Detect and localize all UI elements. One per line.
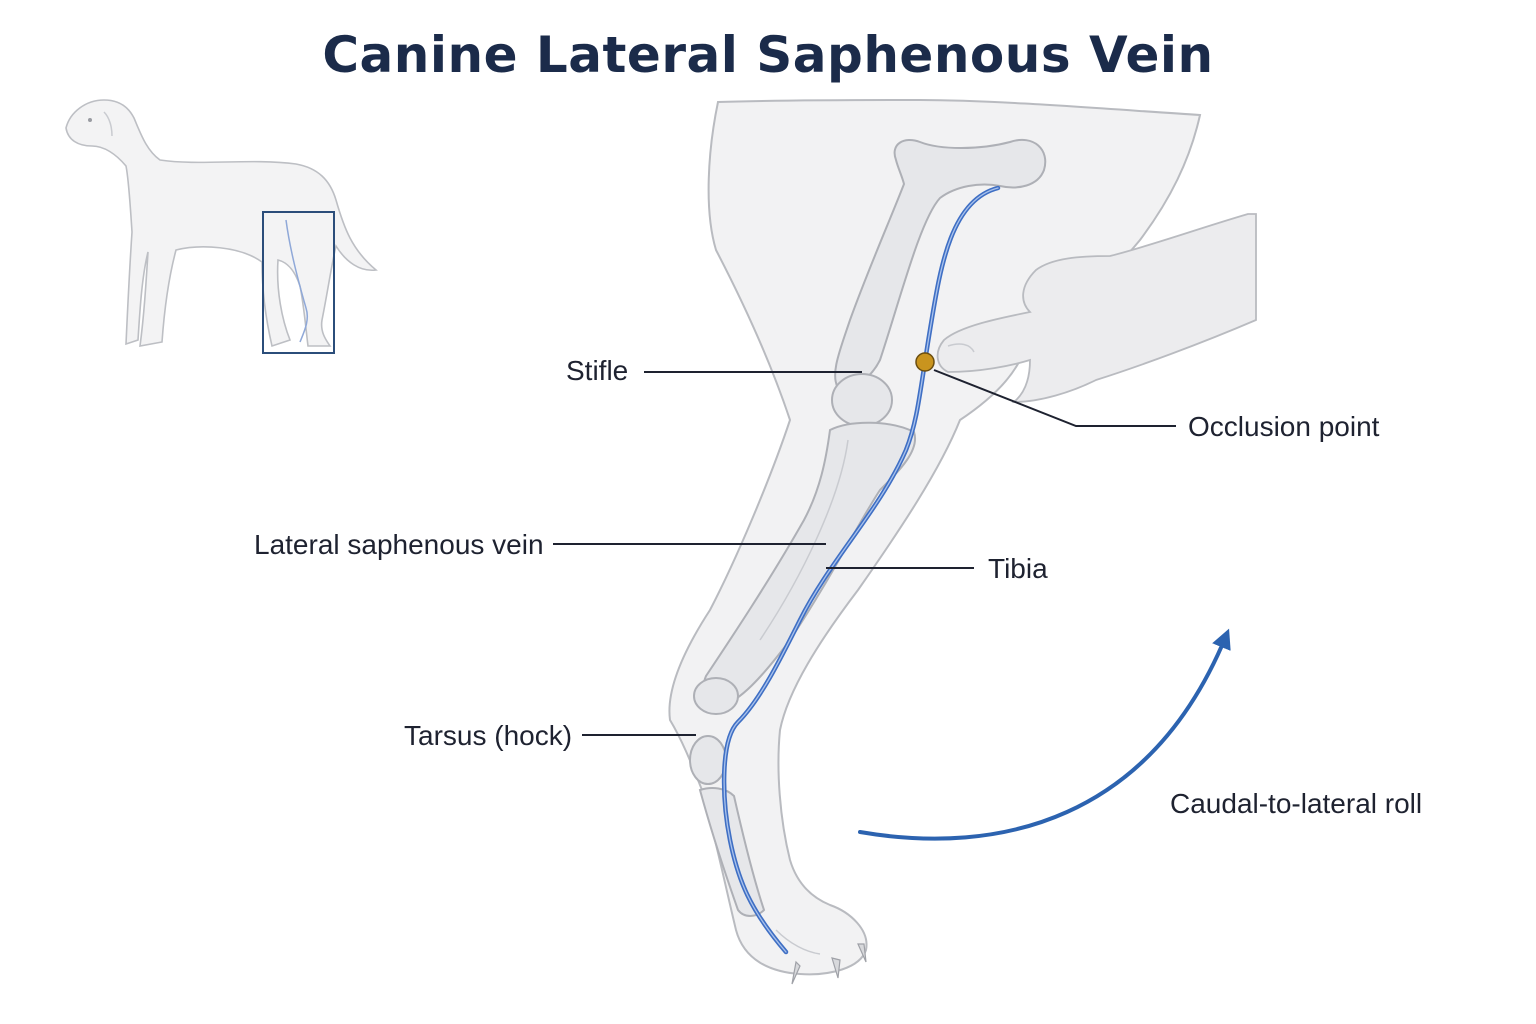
femur-bone xyxy=(834,139,1047,390)
inset-vein-trace xyxy=(285,219,309,343)
claw-3 xyxy=(857,943,867,963)
tibia-label: Tibia xyxy=(988,553,1048,584)
lateral-saphenous-vein-label: Lateral saphenous vein xyxy=(254,529,544,560)
inset-dog-silhouette xyxy=(65,99,378,348)
fibula-line xyxy=(759,439,849,641)
roll-arrow xyxy=(858,628,1231,841)
diagram-title: Canine Lateral Saphenous Vein xyxy=(322,26,1214,84)
claw-1 xyxy=(791,960,801,985)
thumbnail xyxy=(947,343,975,353)
vein-highlight xyxy=(723,187,999,953)
inset-dog-eye xyxy=(88,118,92,122)
thigh-skin xyxy=(668,98,1202,976)
occlusion-leader xyxy=(933,369,1176,427)
restraining-hand xyxy=(936,213,1257,403)
tarsus-label: Tarsus (hock) xyxy=(404,720,572,751)
hock-bone xyxy=(693,677,739,715)
patella xyxy=(831,373,893,427)
occlusion-point-label: Occlusion point xyxy=(1188,411,1380,442)
tarsal-bone xyxy=(689,735,727,785)
stifle-label: Stifle xyxy=(566,355,628,386)
inset-dog-figure xyxy=(65,99,378,354)
claw-2 xyxy=(831,957,841,979)
occlusion-marker xyxy=(915,352,935,372)
inset-highlight-box xyxy=(262,211,335,354)
inset-dog-ear xyxy=(103,111,113,137)
hind-leg-figure xyxy=(668,98,1257,985)
roll-label: Caudal-to-lateral roll xyxy=(1170,788,1422,819)
toe-line xyxy=(775,929,821,955)
